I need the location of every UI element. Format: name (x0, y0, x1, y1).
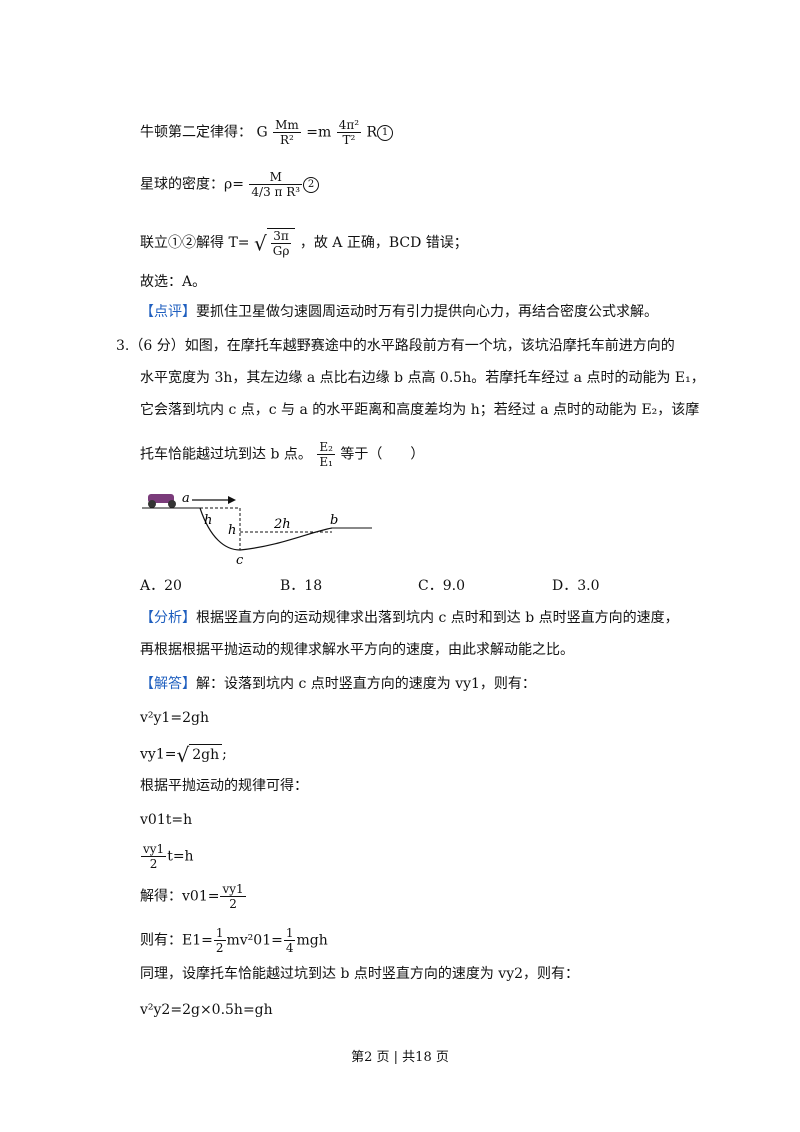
q3-line4-post: 等于（ ） (340, 446, 425, 463)
choose-line: 故选：A。 (140, 274, 207, 290)
comment-line: 【点评】要抓住卫星做匀速圆周运动时万有引力提供向心力，再结合密度公式求解。 (140, 302, 658, 322)
page-footer: 第2 页 | 共18 页 (351, 1050, 449, 1065)
equation-1: v²y1=2gh (140, 710, 209, 726)
label-h-side: h (228, 523, 236, 538)
option-a: A．20 (140, 578, 182, 594)
label-c: c (236, 553, 244, 568)
newton-eq-m: =m (306, 124, 332, 141)
label-a: a (182, 491, 190, 506)
answer-text: 解：设落到坑内 c 点时竖直方向的速度为 vy1，则有： (196, 676, 536, 692)
eq4-post: t=h (167, 848, 194, 865)
velocity-arrowhead (228, 496, 236, 504)
motorcycle-icon (148, 494, 176, 508)
q3-line-1: 3.（6 分）如图，在摩托车越野赛途中的水平路段前方有一个坑，该坑沿摩托车前进方… (116, 338, 675, 354)
label-2h: 2h (273, 517, 291, 532)
combine-tail: ，故 A 正确，BCD 错误； (299, 235, 468, 251)
analysis-text-1: 根据竖直方向的运动规律求出落到坑内 c 点时和到达 b 点时竖直方向的速度， (196, 610, 679, 626)
comment-text: 要抓住卫星做匀速圆周运动时万有引力提供向心力，再结合密度公式求解。 (196, 304, 658, 320)
option-c: C．9.0 (418, 578, 465, 594)
eq2-pre: vy1= (140, 746, 177, 763)
answer-tag: 【解答】 (140, 676, 196, 692)
label-b: b (330, 513, 338, 528)
density-label: 星球的密度：ρ= (140, 176, 244, 193)
pit-curve (199, 507, 333, 551)
label-h-top: h (204, 513, 212, 528)
eq5-pre: 解得：v01= (140, 888, 220, 905)
q3-line-3: 它会落到坑内 c 点，c 与 a 的水平距离和高度差均为 h；若经过 a 点时的… (140, 402, 700, 418)
newton-label: 牛顿第二定律得： (140, 124, 252, 141)
option-b: B．18 (280, 578, 323, 594)
newton-r: R (366, 124, 378, 141)
option-d: D．3.0 (552, 578, 600, 594)
combine-text: 联立①②解得 T= (140, 235, 250, 251)
answer-line: 【解答】解：设落到坑内 c 点时竖直方向的速度为 vy1，则有： (140, 674, 536, 694)
comment-tag: 【点评】 (140, 304, 196, 320)
pit-diagram: a h h 2h b c (142, 491, 372, 568)
equation-2: vy1=√2gh; (140, 744, 227, 765)
eq6-post: mgh (296, 932, 328, 949)
newton-g: G (256, 124, 268, 141)
equation-7: v²y2=2g×0.5h=gh (140, 1002, 273, 1018)
q3-line4-pre: 托车恰能越过坑到达 b 点。 (140, 446, 312, 463)
analysis-tag: 【分析】 (140, 610, 196, 626)
circle-number-1: 1 (377, 124, 394, 141)
circle-number-2: 2 (303, 176, 320, 193)
eq2-sqrt: √2gh (176, 744, 223, 765)
analysis-line-2: 再根据根据平抛运动的规律求解水平方向的速度，由此求解动能之比。 (140, 642, 574, 658)
analysis-line-1: 【分析】根据竖直方向的运动规律求出落到坑内 c 点时和到达 b 点时竖直方向的速… (140, 608, 679, 628)
eq2-post: ; (222, 746, 227, 763)
q3-line-2: 水平宽度为 3h，其左边缘 a 点比右边缘 b 点高 0.5h。若摩托车经过 a… (140, 370, 705, 386)
projectile-rule-line: 根据平抛运动的规律可得： (140, 778, 308, 794)
eq6-pre: 则有：E1= (140, 932, 213, 949)
equation-3: v01t=h (140, 812, 193, 828)
same-line: 同理，设摩托车恰能越过坑到达 b 点时竖直方向的速度为 vy2，则有： (140, 966, 580, 982)
eq6-mid: mv²01= (226, 932, 283, 949)
